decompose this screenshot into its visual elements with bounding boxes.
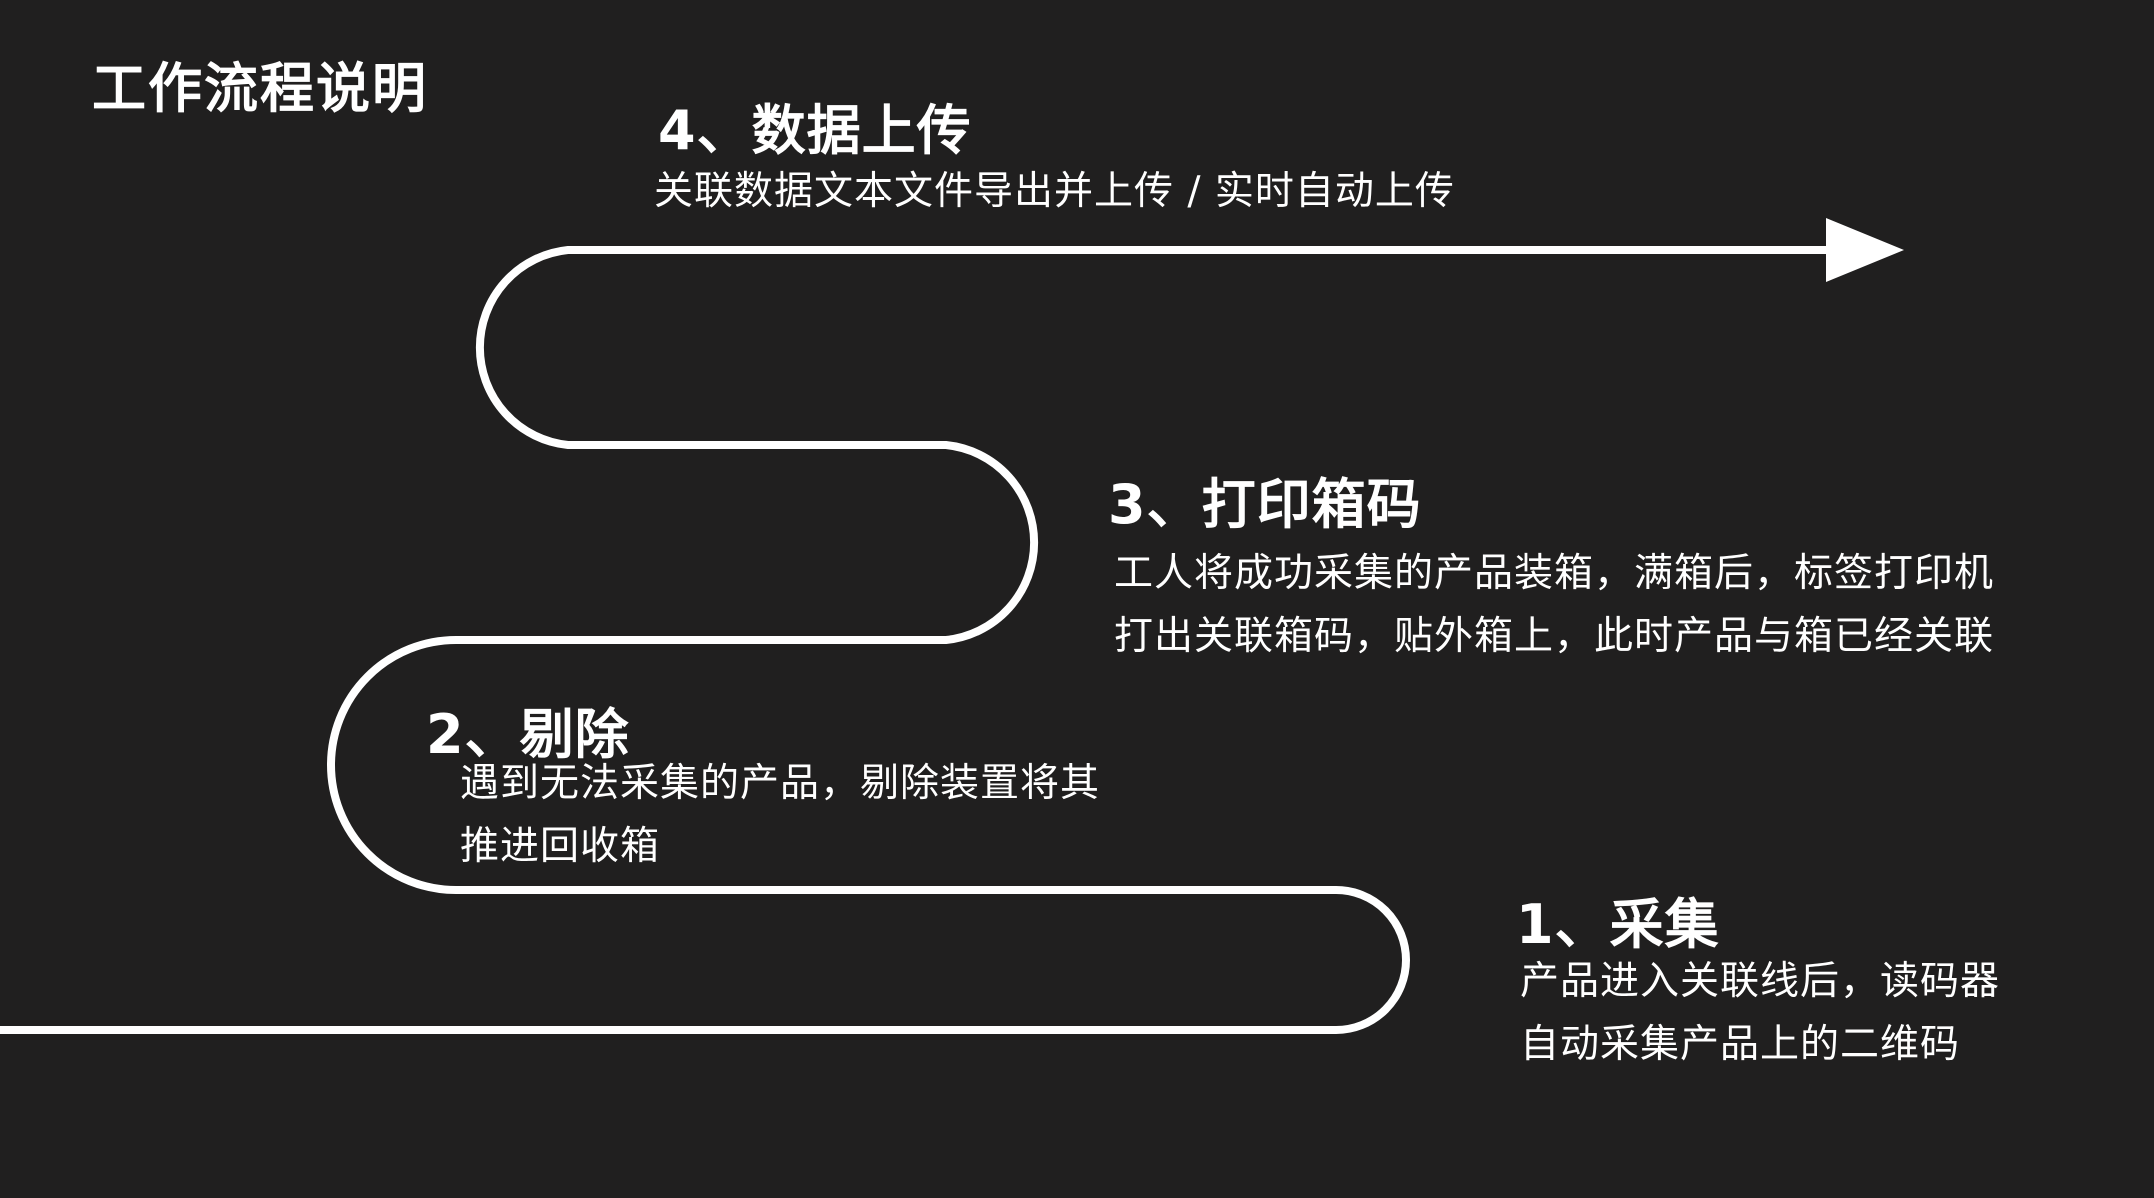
- step-3-description: 工人将成功采集的产品装箱，满箱后，标签打印机 打出关联箱码，贴外箱上，此时产品与…: [1114, 542, 1994, 668]
- step-1-description: 产品进入关联线后，读码器 自动采集产品上的二维码: [1520, 950, 2000, 1076]
- step-2-title: 2、剔除: [426, 703, 630, 766]
- arrowhead-right-icon: [1826, 218, 1904, 282]
- step-3-line-1: 工人将成功采集的产品装箱，满箱后，标签打印机: [1114, 551, 1995, 596]
- step-4-line-1: 关联数据文本文件导出并上传 / 实时自动上传: [654, 169, 1455, 214]
- step-2-line-2: 推进回收箱: [460, 824, 661, 869]
- step-1-line-1: 产品进入关联线后，读码器: [1520, 959, 2001, 1004]
- step-2-line-1: 遇到无法采集的产品，剔除装置将其: [460, 761, 1101, 806]
- step-1-line-2: 自动采集产品上的二维码: [1520, 1022, 1961, 1067]
- page-title: 工作流程说明: [92, 56, 428, 120]
- step-3-title: 3、打印箱码: [1108, 473, 1422, 536]
- step-2-description: 遇到无法采集的产品，剔除装置将其 推进回收箱: [460, 752, 1100, 878]
- serpentine-flow-line: [0, 246, 1844, 1034]
- step-3-line-2: 打出关联箱码，贴外箱上，此时产品与箱已经关联: [1114, 614, 1995, 659]
- step-4-title: 4、数据上传: [658, 99, 972, 162]
- step-4-description: 关联数据文本文件导出并上传 / 实时自动上传: [654, 160, 1455, 223]
- step-1-title: 1、采集: [1516, 893, 1720, 956]
